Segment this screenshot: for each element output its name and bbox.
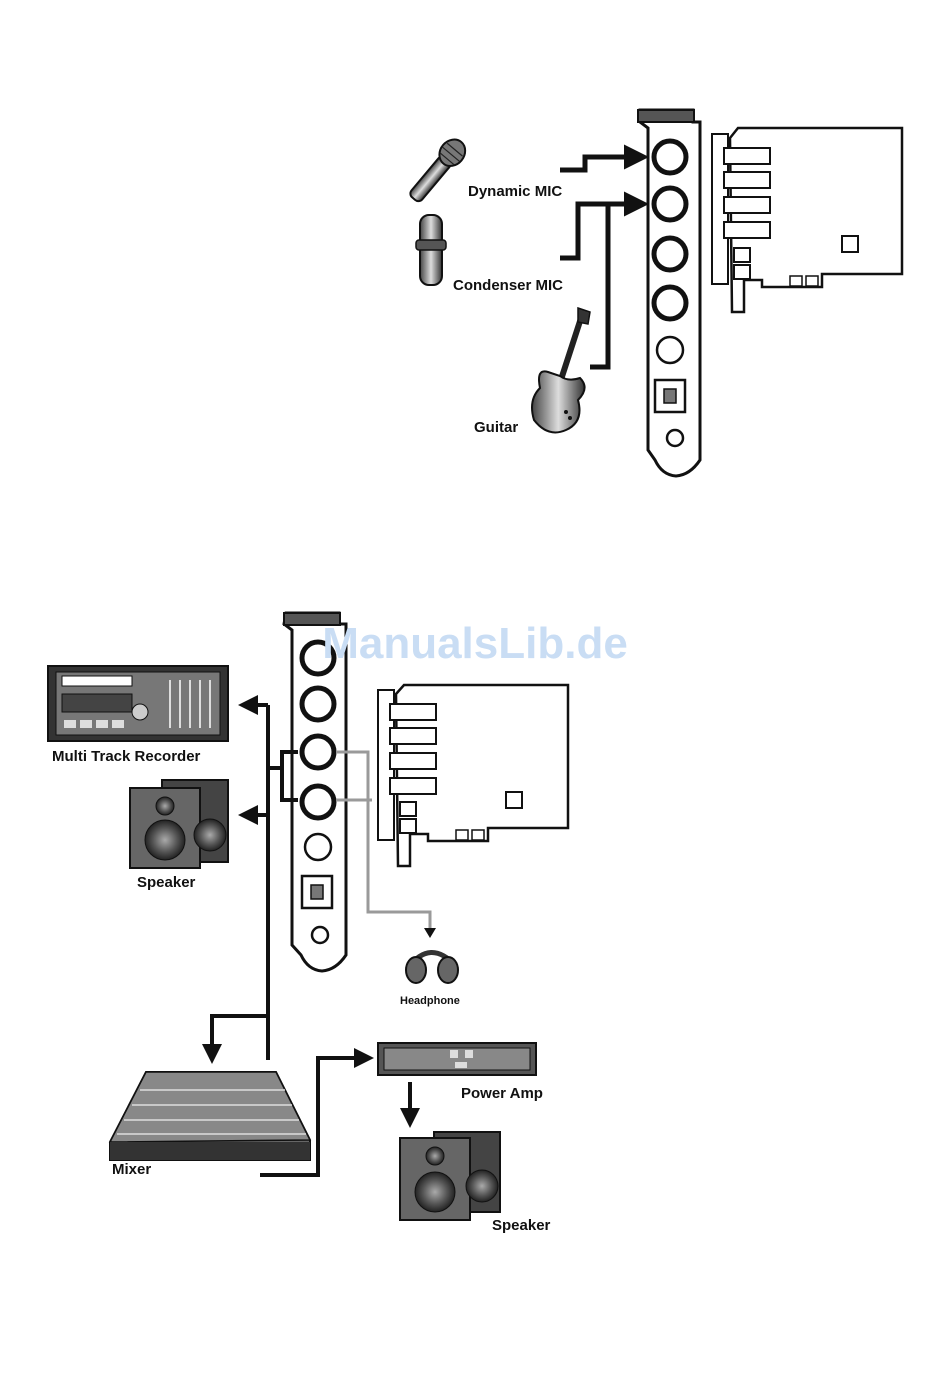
headphone-label: Headphone bbox=[400, 995, 460, 1007]
power-amp-icon bbox=[378, 1043, 536, 1075]
sound-card-bracket bbox=[638, 110, 700, 476]
jack-3-icon bbox=[654, 238, 686, 270]
out-jack-4-icon bbox=[302, 786, 334, 818]
speaker-left-icon bbox=[130, 780, 228, 868]
power-amp-label: Power Amp bbox=[461, 1085, 543, 1102]
jack-2-icon bbox=[654, 188, 686, 220]
jack-1-icon bbox=[654, 141, 686, 173]
bottom-diagram: Multi Track Recorder Speaker Headphone bbox=[48, 613, 568, 1234]
condenser-mic-label: Condenser MIC bbox=[453, 277, 563, 294]
sound-card-board bbox=[712, 128, 902, 312]
speaker-right-icon bbox=[400, 1132, 500, 1220]
out-jack-3-icon bbox=[302, 736, 334, 768]
speaker-right-label: Speaker bbox=[492, 1217, 551, 1234]
out-jack-5-icon bbox=[305, 834, 331, 860]
headphone-icon bbox=[406, 952, 458, 983]
mixer-label: Mixer bbox=[112, 1161, 151, 1178]
watermark: ManualsLib.de bbox=[322, 619, 628, 668]
sound-card-board-2 bbox=[378, 685, 568, 866]
jack-4-icon bbox=[654, 287, 686, 319]
dynamic-mic-label: Dynamic MIC bbox=[468, 183, 562, 200]
multi-track-recorder-icon bbox=[48, 666, 228, 741]
top-diagram: Dynamic MIC Condenser MIC Guitar bbox=[405, 110, 902, 476]
speaker-left-label: Speaker bbox=[137, 874, 196, 891]
jack-5-icon bbox=[657, 337, 683, 363]
dynamic-mic-icon bbox=[405, 134, 471, 206]
condenser-mic-icon bbox=[416, 215, 446, 285]
multi-track-recorder-label: Multi Track Recorder bbox=[52, 748, 201, 765]
guitar-icon bbox=[532, 308, 590, 432]
guitar-label: Guitar bbox=[474, 419, 518, 436]
out-jack-2-icon bbox=[302, 688, 334, 720]
mixer-icon bbox=[110, 1072, 310, 1160]
